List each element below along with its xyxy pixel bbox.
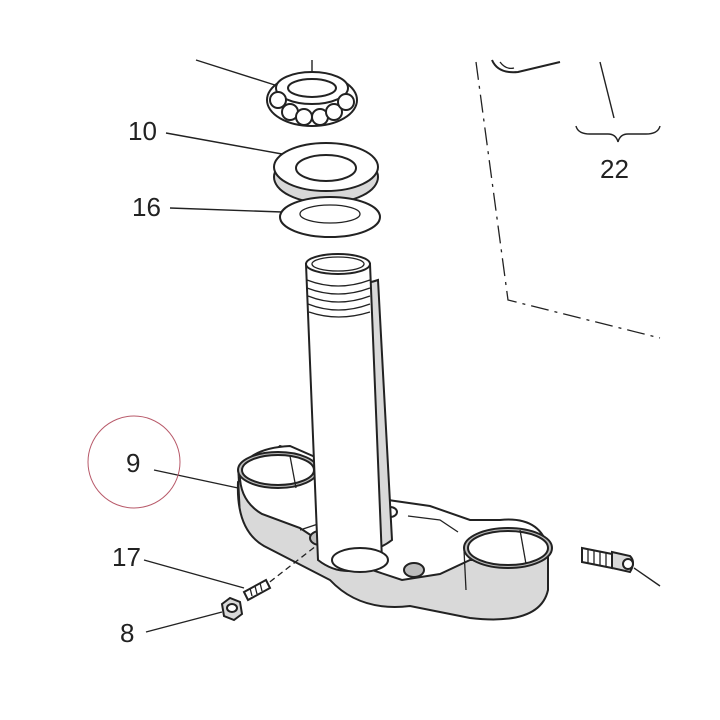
- leader-10: [165, 132, 283, 155]
- leader-9: [153, 469, 239, 489]
- tapered-bearing: [266, 71, 358, 127]
- callout-10: 10: [128, 116, 157, 146]
- bearing-race: [273, 142, 379, 204]
- leader-top-bearing: [195, 59, 279, 87]
- leader-17: [143, 559, 245, 589]
- leader-8: [145, 611, 223, 633]
- install-axis-17: [261, 545, 317, 589]
- side-bolt: [581, 546, 634, 574]
- callout-9: 9: [126, 448, 140, 478]
- callout-8: 8: [120, 618, 134, 648]
- leader-16: [169, 207, 283, 213]
- callout-9-highlight: [87, 415, 181, 509]
- leader-side-bolt: [633, 567, 661, 587]
- leader-22: [599, 61, 615, 119]
- steering-stem: [304, 253, 394, 573]
- callout-22: 22: [600, 154, 629, 184]
- seal-washer: [279, 196, 381, 238]
- brace-22: [575, 125, 661, 143]
- lower-triple-clamp: [236, 444, 553, 621]
- callout-17: 17: [112, 542, 141, 572]
- hex-nut: [220, 596, 244, 622]
- partial-part-top-right: [491, 59, 561, 74]
- group-boundary: [475, 61, 661, 339]
- pinch-screw: [242, 578, 272, 602]
- callout-16: 16: [132, 192, 161, 222]
